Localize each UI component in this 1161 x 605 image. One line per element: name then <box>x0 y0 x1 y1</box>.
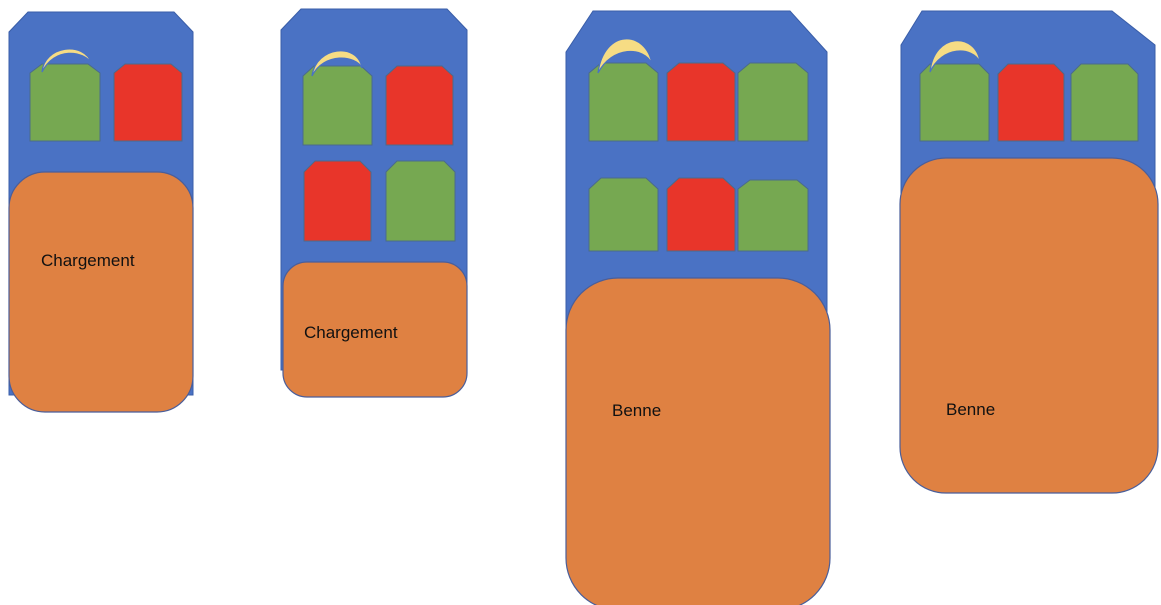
seat-row-1-seat-2-red-seat-icon <box>666 62 736 142</box>
cargo-area <box>282 261 468 398</box>
seat-row-1-seat-1-green-seat-icon <box>29 63 101 142</box>
seat-row-1-seat-1-green-seat-icon <box>588 62 659 142</box>
seat-row-1-seat-2-red-seat-icon <box>113 63 183 142</box>
cargo-label: Benne <box>612 401 661 420</box>
seat-row-1-seat-2-red-seat-icon <box>385 65 454 146</box>
seat-row-1-seat-3-green-seat-icon <box>1070 63 1139 142</box>
seat-row-2-seat-2-green-seat-icon <box>385 160 456 242</box>
vehicle-1: Chargement <box>8 11 194 413</box>
seat-row-2-seat-3-green-seat-icon <box>737 179 809 252</box>
steering-wheel-icon <box>41 48 93 73</box>
seat-row-1-seat-2-red-seat-icon <box>997 63 1065 142</box>
cargo-label: Chargement <box>41 251 135 270</box>
seat-row-1-seat-1-green-seat-icon <box>919 63 990 142</box>
seat-row-1-seat-3-green-seat-icon <box>737 62 809 142</box>
seat-row-2-seat-1-green-seat-icon <box>588 177 659 252</box>
seat-row-2-seat-2-red-seat-icon <box>666 177 736 252</box>
steering-wheel-icon <box>311 50 363 77</box>
steering-wheel-icon <box>929 40 981 73</box>
seat-row-1-seat-1-green-seat-icon <box>302 65 373 146</box>
cargo-label: Benne <box>946 400 995 419</box>
cargo-area <box>565 277 831 605</box>
vehicle-3: Benne <box>565 10 831 605</box>
cargo-label: Chargement <box>304 323 398 342</box>
steering-wheel-icon <box>597 38 653 74</box>
seat-row-2-seat-1-red-seat-icon <box>303 160 372 242</box>
cargo-area <box>8 171 194 413</box>
vehicle-4: Benne <box>899 10 1159 494</box>
cargo-area <box>899 157 1159 494</box>
vehicle-2: Chargement <box>280 8 468 398</box>
